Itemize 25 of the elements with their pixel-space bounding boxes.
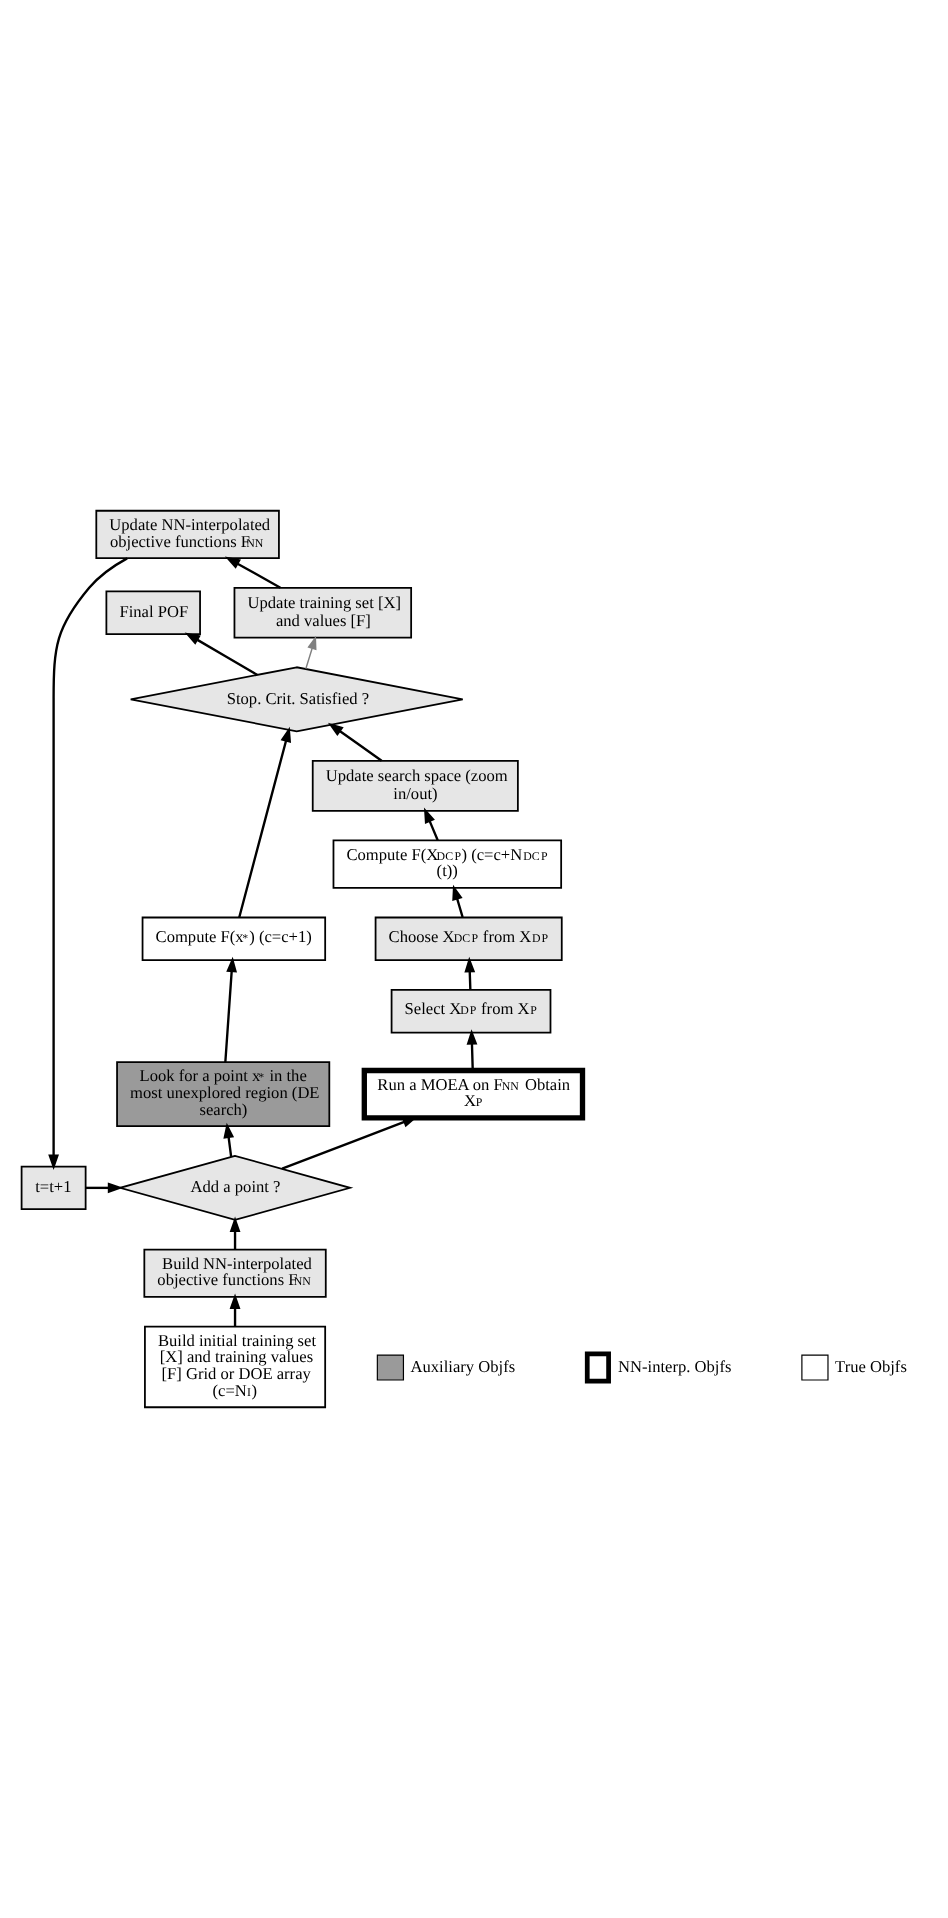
arrow bbox=[464, 956, 476, 990]
node-box: Update search space (zoom in/out) bbox=[311, 760, 519, 812]
node-diamond: Stop. Crit. Satisfied ? bbox=[129, 666, 464, 733]
node-box: t=t+1 bbox=[20, 1165, 87, 1211]
arrow bbox=[224, 556, 281, 589]
node-box: Final POF bbox=[105, 590, 201, 635]
legend-label: True Objfs bbox=[835, 1357, 907, 1376]
arrow bbox=[184, 632, 258, 676]
arrow bbox=[85, 1182, 124, 1194]
arrow bbox=[281, 1116, 418, 1170]
arrow bbox=[305, 635, 317, 670]
arrow bbox=[224, 956, 238, 1063]
arrow bbox=[327, 722, 383, 762]
arrow bbox=[466, 1029, 478, 1071]
legend-label: NN-interp. Objfs bbox=[618, 1357, 732, 1376]
arrow bbox=[48, 557, 128, 1170]
legend-label: Auxiliary Objfs bbox=[410, 1357, 516, 1376]
node-box: Update training set [X] and values [F] bbox=[233, 586, 413, 639]
arrow bbox=[423, 807, 439, 841]
arrow bbox=[229, 1216, 241, 1250]
arrow bbox=[229, 1293, 241, 1327]
arrow bbox=[238, 726, 292, 918]
node-diamond: Add a point ? bbox=[116, 1154, 354, 1221]
arrow bbox=[452, 884, 464, 918]
arrow bbox=[223, 1122, 235, 1157]
